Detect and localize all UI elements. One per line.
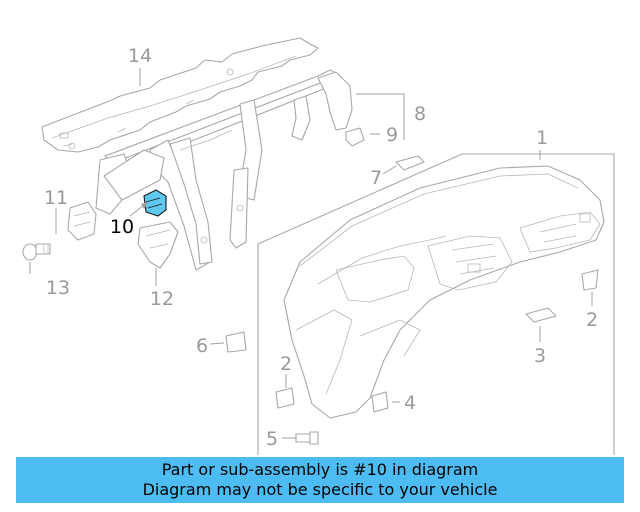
callout-7: 7	[370, 167, 382, 189]
callout-12: 12	[150, 288, 174, 310]
reinforcement-plate-part-14	[41, 37, 319, 153]
callout-4: 4	[404, 392, 416, 414]
callout-1: 1	[536, 127, 548, 149]
clip-part-7	[395, 155, 425, 171]
leader-lines	[29, 68, 593, 439]
clip-part-9	[345, 127, 365, 147]
callout-3: 3	[534, 345, 546, 367]
highlighted-bracket-part-10[interactable]	[143, 189, 167, 217]
cross-car-beam-part-8	[95, 69, 353, 271]
callout-6: 6	[196, 335, 208, 357]
parts-diagram: 14 8 9 7 1 11 10 12 13 6 2 3 2 4 5	[22, 37, 615, 455]
callout-2-left: 2	[280, 353, 292, 375]
callout-5: 5	[266, 428, 278, 450]
callout-2-right: 2	[586, 309, 598, 331]
clip-part-3	[525, 307, 557, 323]
callout-13: 13	[46, 277, 70, 299]
callout-14: 14	[128, 45, 152, 67]
callout-10[interactable]: 10	[110, 216, 134, 238]
trim-piece-part-2-right	[581, 269, 599, 291]
screw-part-5	[295, 431, 319, 445]
callout-8: 8	[414, 103, 426, 125]
banner-line-part-info: Part or sub-assembly is #10 in diagram	[161, 460, 479, 479]
bolt-part-13	[22, 243, 51, 261]
bracket-part-11	[67, 201, 97, 241]
bracket-part-12	[137, 221, 179, 269]
callout-9: 9	[386, 124, 398, 146]
callout-11: 11	[44, 187, 68, 209]
banner-line-disclaimer: Diagram may not be specific to your vehi…	[142, 480, 498, 499]
clip-part-4	[371, 391, 389, 413]
instrument-panel-part-1	[283, 165, 605, 419]
clip-part-6	[225, 331, 247, 353]
instrument-panel-enclosure	[257, 153, 615, 455]
info-banner: Part or sub-assembly is #10 in diagram D…	[16, 457, 624, 503]
callout-labels: 14 8 9 7 1 11 10 12 13 6 2 3 2 4 5	[44, 45, 598, 450]
trim-piece-part-2-left	[275, 387, 295, 409]
